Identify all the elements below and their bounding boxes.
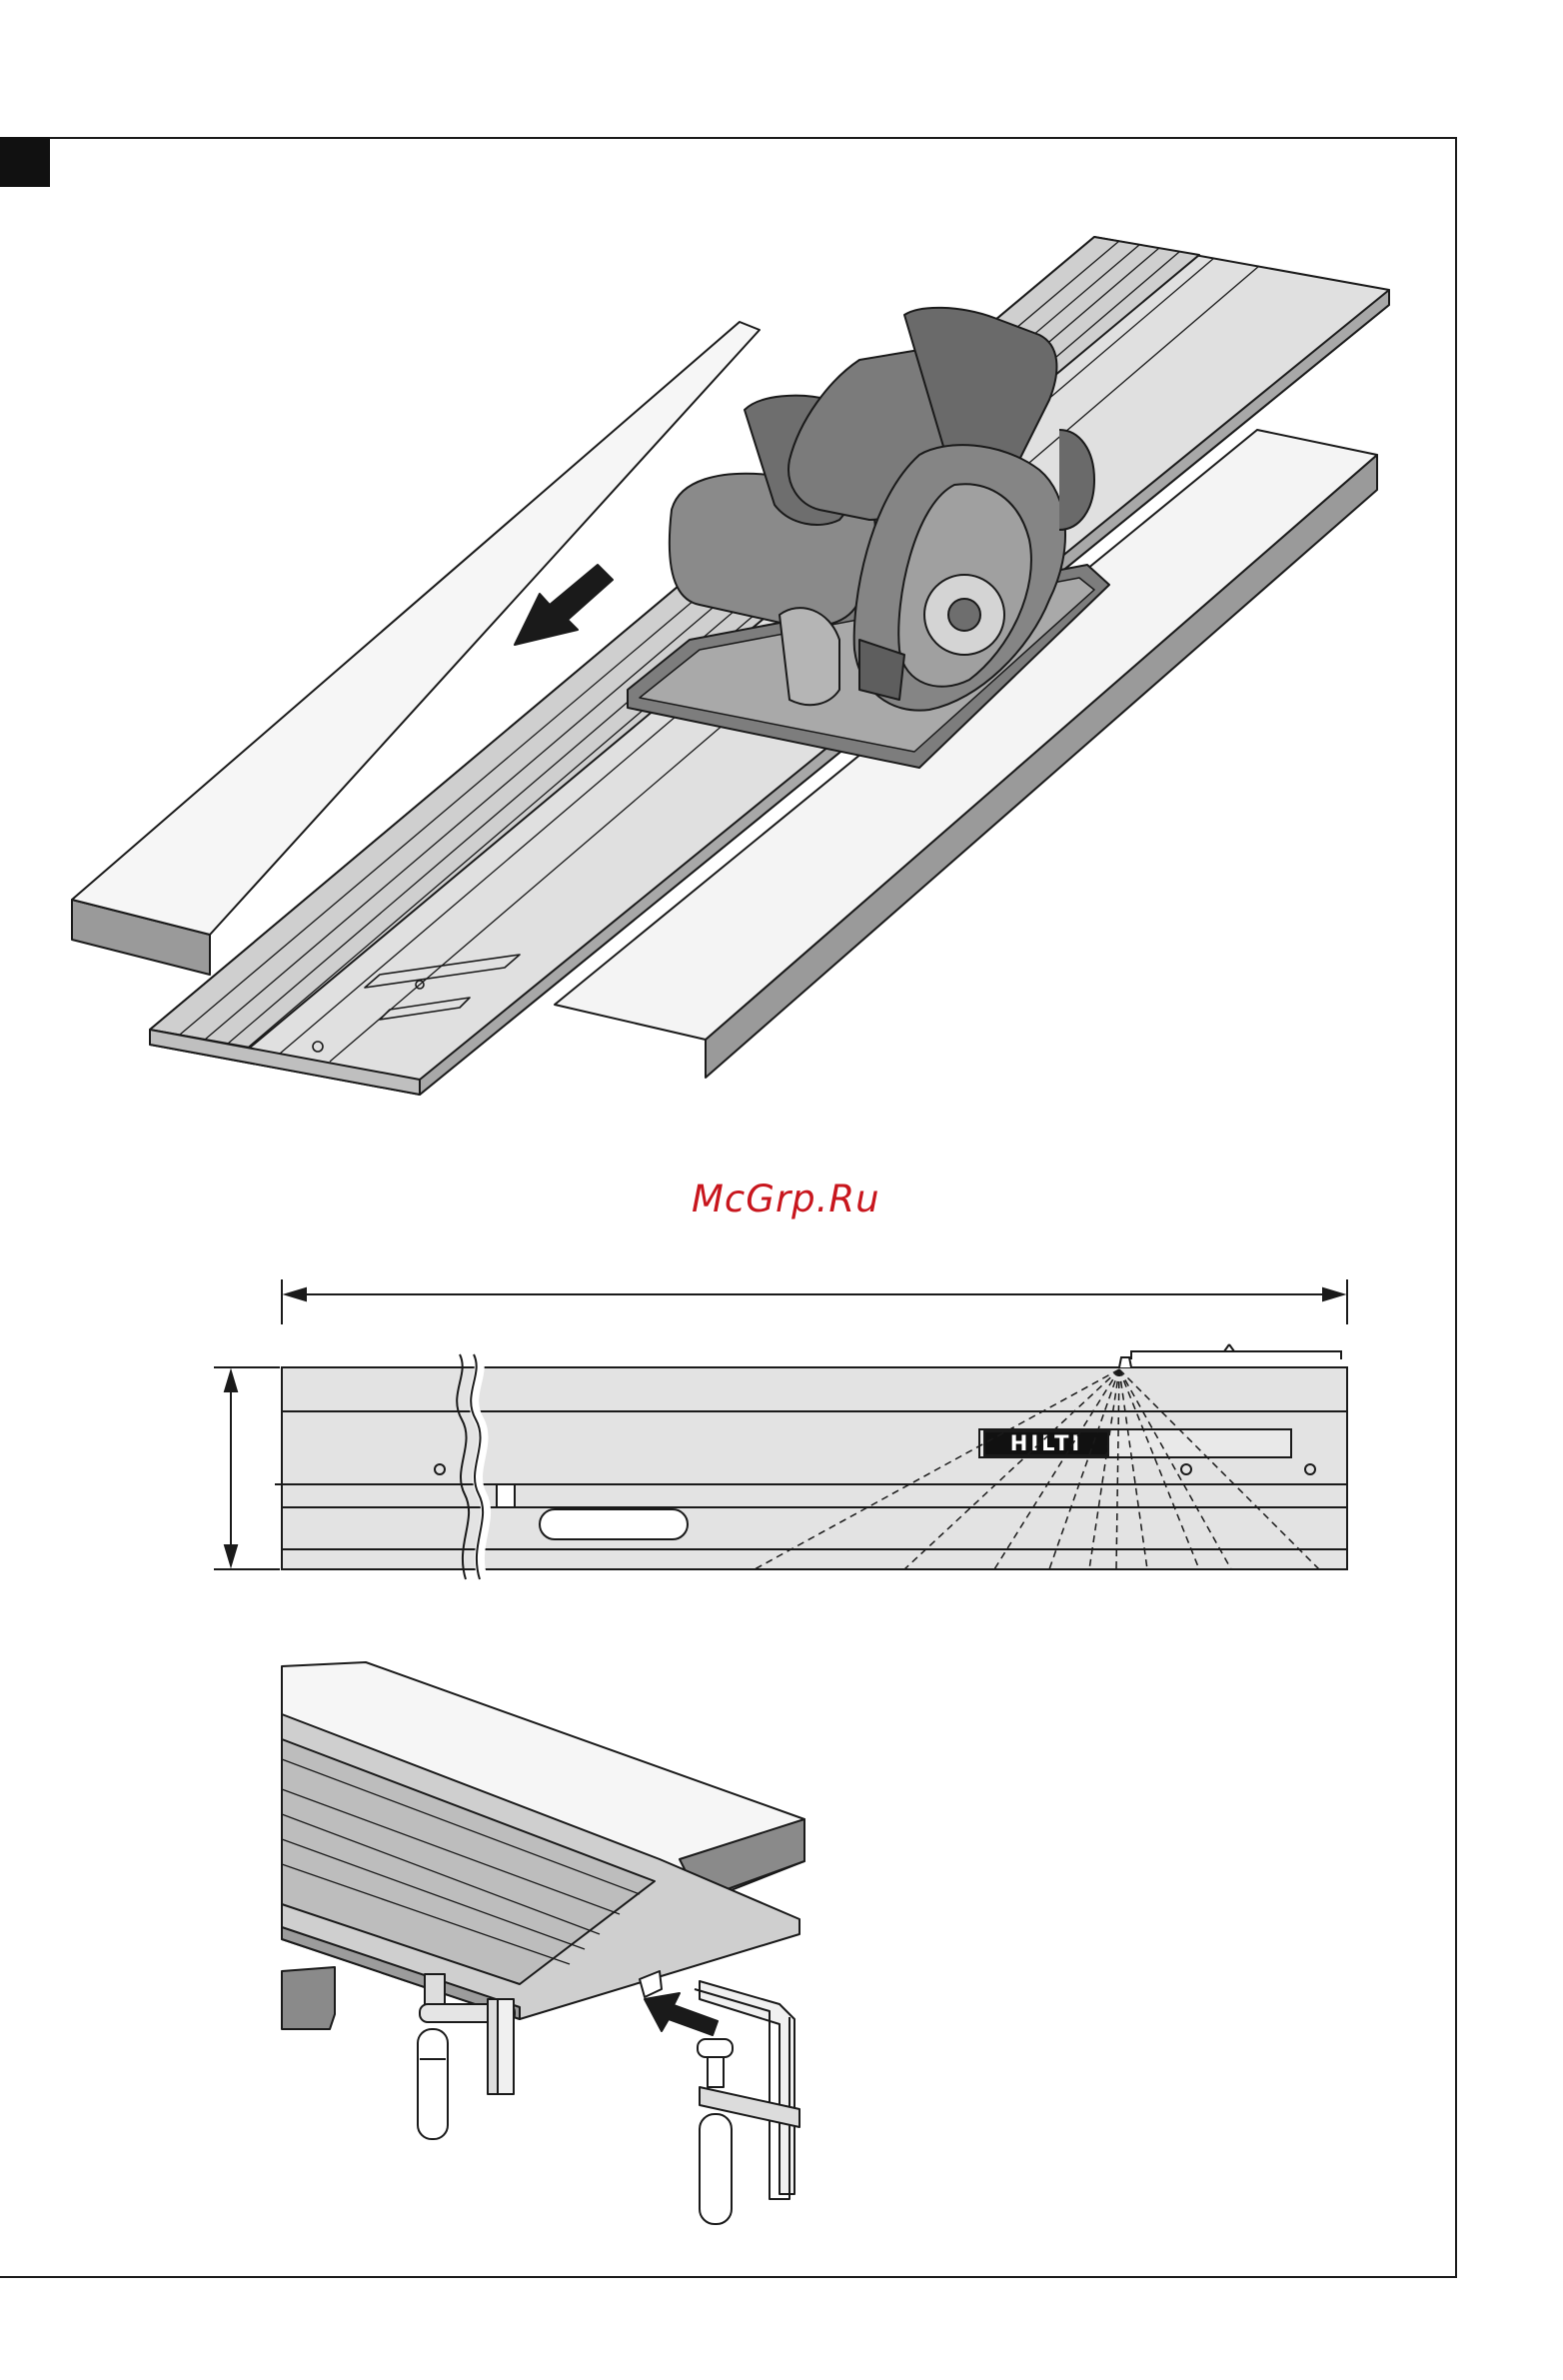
figure-rail-clamping — [0, 0, 1563, 2239]
